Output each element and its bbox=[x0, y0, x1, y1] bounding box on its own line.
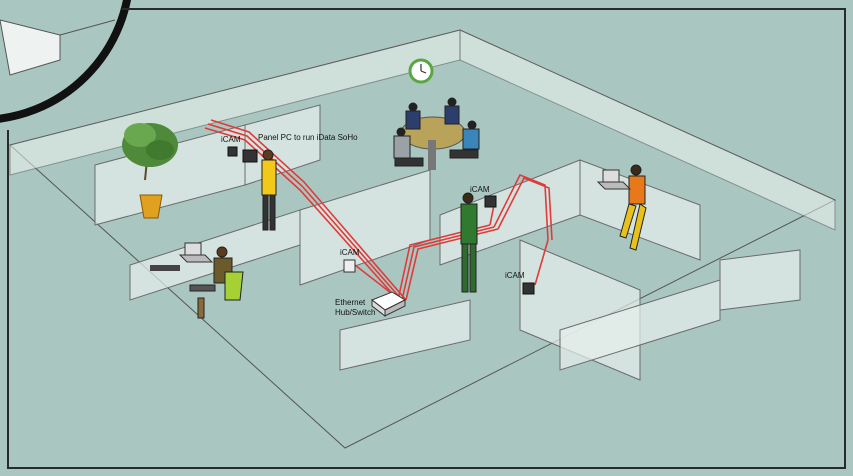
icam-label-meeting: iCAM bbox=[470, 185, 490, 194]
ethernet-label-line1: Ethernet bbox=[335, 298, 366, 307]
ethernet-label-line2: Hub/Switch bbox=[335, 308, 375, 317]
icam-label-office: iCAM bbox=[221, 135, 241, 144]
clock-icon bbox=[410, 60, 432, 82]
icam-label-right: iCAM bbox=[505, 271, 525, 280]
panel-pc bbox=[243, 150, 257, 162]
icam-label-hall: iCAM bbox=[340, 248, 360, 257]
panel-pc-label: Panel PC to run iData SoHo bbox=[258, 133, 358, 142]
